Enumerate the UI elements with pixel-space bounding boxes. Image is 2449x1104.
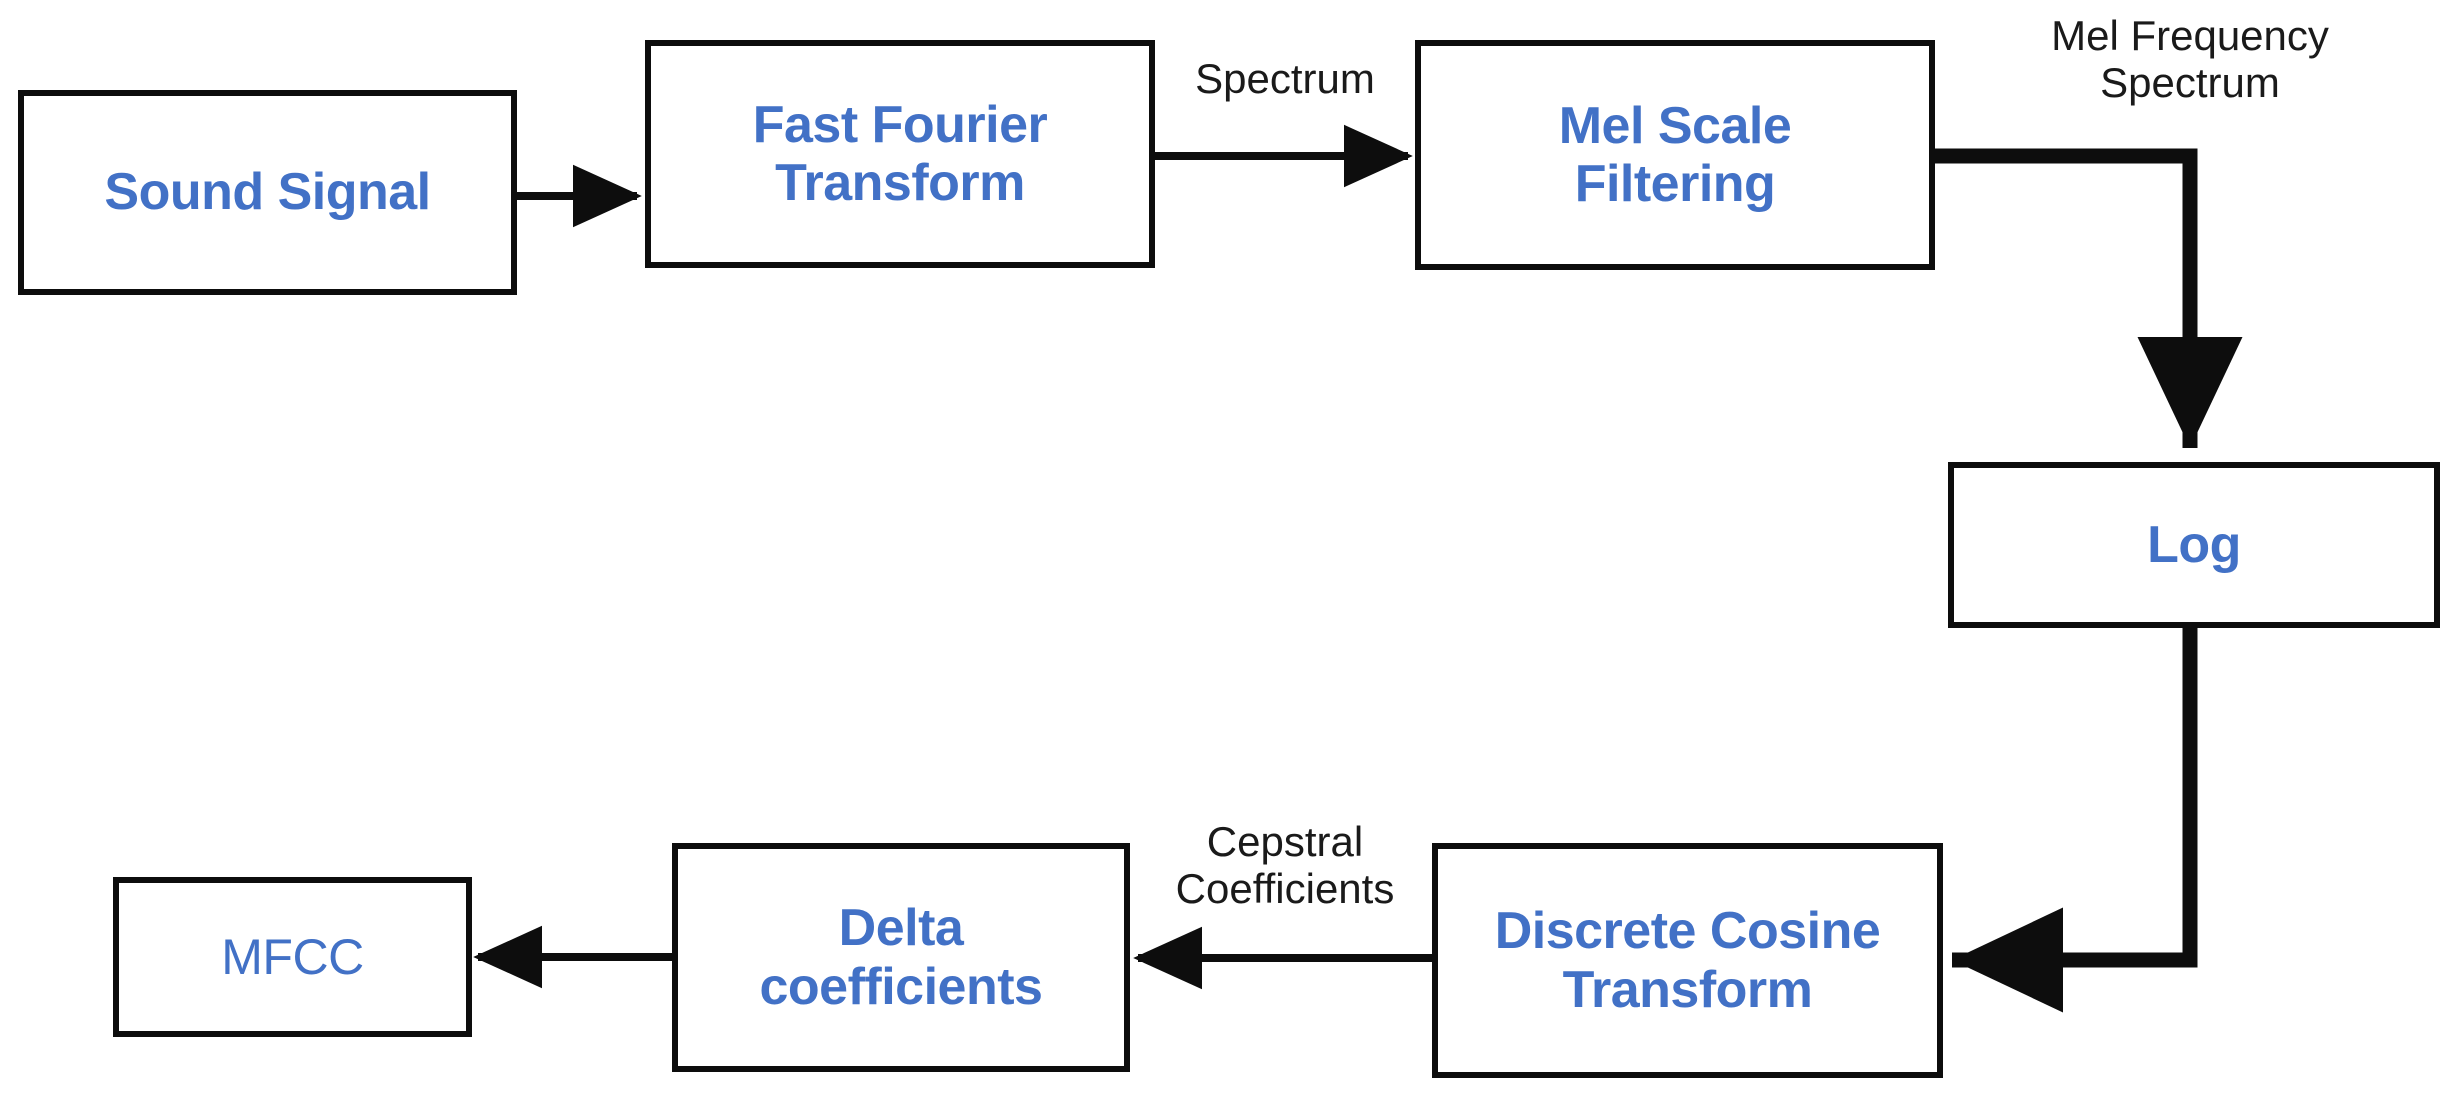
node-sound-signal-label: Sound Signal — [104, 163, 431, 222]
node-log-label: Log — [2147, 515, 2241, 574]
node-delta-coefficients-label: Delta coefficients — [759, 899, 1043, 1016]
edge-mel-to-log — [1933, 148, 2243, 448]
node-fast-fourier-transform-label: Fast Fourier Transform — [752, 95, 1048, 212]
node-sound-signal[interactable]: Sound Signal — [18, 90, 517, 295]
edge-label-cepstral-coefficients: Cepstral Coefficients — [1175, 818, 1395, 913]
node-log[interactable]: Log — [1948, 462, 2440, 628]
edge-label-spectrum: Spectrum — [1195, 55, 1375, 102]
edge-label-mel-frequency-spectrum: Mel Frequency Spectrum — [2051, 12, 2329, 107]
node-discrete-cosine-transform[interactable]: Discrete Cosine Transform — [1432, 843, 1943, 1078]
node-mel-scale-filtering-label: Mel Scale Filtering — [1558, 96, 1792, 213]
node-delta-coefficients[interactable]: Delta coefficients — [672, 843, 1130, 1072]
node-mfcc-label: MFCC — [221, 929, 364, 985]
node-mfcc[interactable]: MFCC — [113, 877, 472, 1037]
edge-log-to-dct — [1952, 628, 2198, 1013]
node-fast-fourier-transform[interactable]: Fast Fourier Transform — [645, 40, 1155, 268]
node-mel-scale-filtering[interactable]: Mel Scale Filtering — [1415, 40, 1935, 270]
node-discrete-cosine-transform-label: Discrete Cosine Transform — [1494, 902, 1881, 1019]
